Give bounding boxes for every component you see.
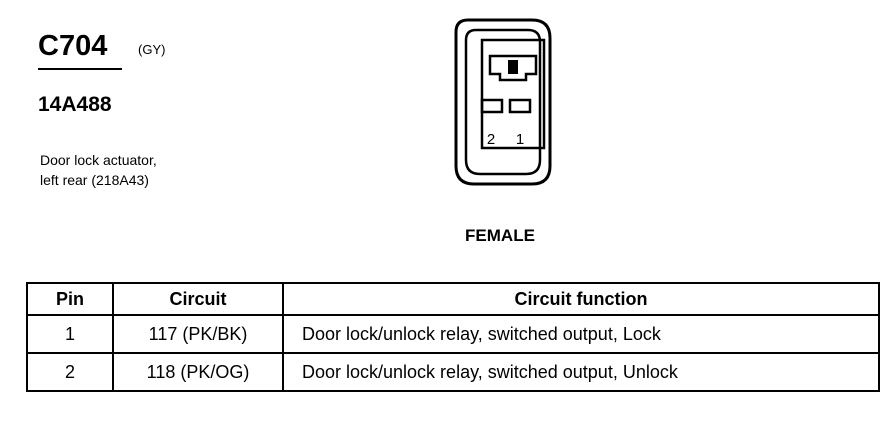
pin-2-label: 2 bbox=[487, 131, 495, 148]
function-cell: Door lock/unlock relay, switched output,… bbox=[282, 314, 880, 354]
connector-id: C704 bbox=[38, 30, 108, 62]
pin-2-cavity bbox=[480, 98, 504, 114]
connector-gender-label: FEMALE bbox=[465, 226, 535, 245]
function-cell: Door lock/unlock relay, switched output,… bbox=[282, 352, 880, 392]
pin-cell: 2 bbox=[26, 352, 114, 392]
circuit-cell: 117 (PK/BK) bbox=[112, 314, 284, 354]
description-line-1: Door lock actuator, bbox=[40, 152, 157, 168]
circuit-column-header: Circuit bbox=[112, 282, 284, 316]
part-number: 14A488 bbox=[38, 93, 112, 116]
connector-inner-housing bbox=[464, 28, 542, 176]
connector-latch bbox=[480, 38, 546, 150]
pin-1-cavity bbox=[508, 98, 532, 114]
connector-description: Door lock actuator, left rear (218A43) bbox=[40, 150, 157, 190]
table-row: 2 118 (PK/OG) Door lock/unlock relay, sw… bbox=[26, 352, 880, 392]
pinout-table: Pin Circuit Circuit function 1 117 (PK/B… bbox=[26, 282, 880, 392]
circuit-cell: 118 (PK/OG) bbox=[112, 352, 284, 392]
connector-outer-housing bbox=[454, 18, 552, 186]
connector-latch-tab bbox=[488, 54, 538, 82]
table-row: 1 117 (PK/BK) Door lock/unlock relay, sw… bbox=[26, 314, 880, 354]
connector-latch-slot bbox=[508, 60, 518, 74]
pin-cell: 1 bbox=[26, 314, 114, 354]
function-column-header: Circuit function bbox=[282, 282, 880, 316]
description-line-2: left rear (218A43) bbox=[40, 172, 149, 188]
connector-id-underline bbox=[38, 68, 122, 70]
connector-face-drawing: 2 1 bbox=[454, 18, 552, 186]
pinout-header-row: Pin Circuit Circuit function bbox=[26, 282, 880, 316]
pin-1-label: 1 bbox=[516, 131, 524, 148]
color-code: (GY) bbox=[138, 42, 166, 57]
pin-column-header: Pin bbox=[26, 282, 114, 316]
